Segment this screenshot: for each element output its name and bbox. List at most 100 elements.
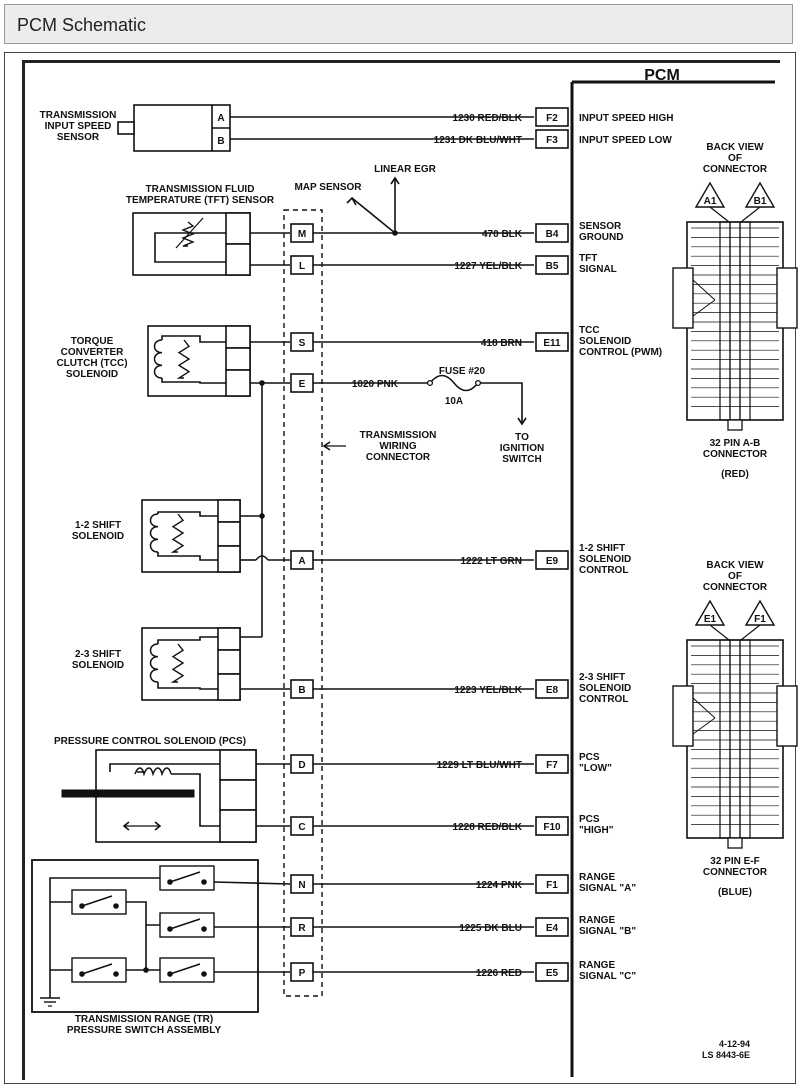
connector-ef-pin-label: E1 [704,614,717,625]
pcm-pin-b4-box [535,223,569,243]
connector-ab-color: (RED) [721,469,749,480]
connector-ef-pin-label: F1 [754,614,766,625]
pcm-pin-e5-label: E5 [546,968,559,979]
s23-internal-wire [157,682,218,690]
pcm-signal-label: RANGE [579,960,615,971]
connector-ab-latch [672,267,694,329]
pcm-signal-label: TCC [579,325,600,336]
tft-thermistor-arrow [175,217,204,249]
pcm-signal-label: SENSOR [579,221,622,232]
pcm-signal-label: "HIGH" [579,825,614,836]
pcs-coil [134,767,172,777]
s23-coil [149,643,159,683]
tcc-pin-box [225,369,251,397]
pcm-pin-f7-label: F7 [546,760,558,771]
pcm-signal-label: PCS [579,814,600,825]
pcs-plunger [61,789,195,798]
ignition-label: SWITCH [502,454,541,465]
wire-label-1229: 1229 LT BLU/WHT [437,760,522,771]
wire-label-1020: 1020 PNK [352,379,399,390]
tr-switch-b-contact [113,971,119,977]
connector-ef-key [727,837,743,849]
pcm-signal-label: RANGE [579,872,615,883]
connector-ab-title: OF [728,153,742,164]
twc-label: WIRING [379,441,416,452]
fuse-terminal [426,379,434,387]
connector-ab-title: BACK VIEW [706,142,764,153]
tis-label: SENSOR [57,132,100,143]
wire-label-1222: 1222 LT GRN [461,556,523,567]
pcs-pin-box [219,779,257,811]
connector-ef-pin-leader [709,624,730,641]
tr-switch-a-blade [81,895,113,907]
pcm-signal-label: SOLENOID [579,554,631,565]
connector-pin-p-label: P [299,968,306,979]
transmission-wiring-connector [283,209,323,997]
connector-ab-pin-column [739,221,751,421]
wire-label-1223: 1223 YEL/BLK [454,685,522,696]
s23-resistor [170,643,185,683]
pcm-signal-label: 1-2 SHIFT [579,543,625,554]
pcs-motion-arrow-head [122,821,130,831]
pcm-signal-label: CONTROL [579,565,628,576]
ignition-label: TO [515,432,529,443]
tr-switch-n-box [159,865,215,891]
tft-pin-box [225,212,251,245]
pcm-pin-b5-box [535,255,569,275]
tcc-label: CONVERTER [61,347,125,358]
tcc-pin-box [225,325,251,349]
linear-egr-label: LINEAR EGR [374,164,436,175]
pcm-pin-f2-label: F2 [546,113,558,124]
tr-assembly-body [31,859,259,1013]
twc-label: TRANSMISSION [360,430,437,441]
tr-switch-r-blade [169,918,201,930]
s23-label: SOLENOID [72,660,124,671]
pcm-signal-label: CONTROL [579,694,628,705]
connector-ab-pin-leader [709,206,730,223]
s23-label: 2-3 SHIFT [75,649,121,660]
pcm-pin-e11-label: E11 [543,338,561,349]
s23-internal-wire [157,636,218,644]
connector-pin-d-label: D [298,760,305,771]
wire-label-1224: 1224 PNK [476,880,523,891]
s12-resistor [170,513,185,553]
pcs-internal-wire [109,763,220,772]
wire-label-1227: 1227 YEL/BLK [454,261,522,272]
pcm-pin-b5-label: B5 [546,261,559,272]
tcc-internal-wire [161,378,226,384]
tcc-label: SOLENOID [66,369,118,380]
pcm-signal-label: INPUT SPEED LOW [579,135,672,146]
window-title: PCM Schematic [17,15,147,35]
connector-pin-b-label: B [298,685,305,696]
tft-label: TEMPERATURE (TFT) SENSOR [126,195,275,206]
connector-ef-title: BACK VIEW [706,560,764,571]
wire-label-1226: 1226 RED [476,968,522,979]
connector-ab-body [686,221,784,421]
schematic-border [22,60,780,1080]
pcm-pin-f10-box [535,816,569,836]
connector-ab-latch-line [692,299,716,317]
s12-power-junction [259,513,265,519]
tis-pin-b: B [217,136,224,147]
s12-pin-box [217,499,241,523]
pcm-pin-f1-label: F1 [546,880,558,891]
pcm-pin-e5-box [535,962,569,982]
wire-label-418: 418 BRN [481,338,522,349]
s12-internal-wire [157,511,218,517]
tft-label: TRANSMISSION FLUID [146,184,255,195]
connector-pin-l-label: L [299,261,305,272]
fuse-label: FUSE #20 [439,366,486,377]
wire-label-1231: 1231 DK BLU/WHT [434,135,522,146]
s23-pin-box [217,627,241,651]
pcm-signal-label: PCS [579,752,600,763]
map-sensor-label: MAP SENSOR [294,182,362,193]
wire-crossover [255,555,269,561]
tr-switch-a-contact [113,903,119,909]
s12-label: 1-2 SHIFT [75,520,121,531]
wire-label-1225: 1225 DK BLU [459,923,522,934]
twc-leader-arrow [322,441,331,451]
twc-label: CONNECTOR [366,452,431,463]
tis-pin-a: A [217,113,224,124]
tr-switch-n-blade [169,871,201,883]
